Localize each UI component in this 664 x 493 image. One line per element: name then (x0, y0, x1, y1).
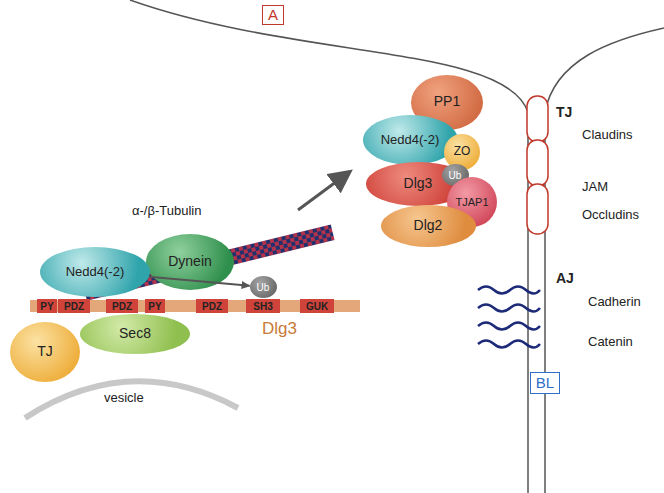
vesicle-membrane (25, 381, 238, 418)
membrane (545, 28, 664, 493)
node-label: PDZ (112, 301, 132, 312)
translocation-arrow (298, 173, 348, 210)
domain-segment: PY (37, 299, 57, 313)
text-label: vesicle (104, 390, 144, 405)
node-label: ZO (454, 145, 471, 158)
node-label: Dlg2 (414, 218, 443, 233)
protein-blob: Dlg2 (381, 205, 476, 247)
text-label: α-/β-Tubulin (132, 203, 201, 218)
label-anchor: Claudins (582, 125, 633, 143)
node-label: PP1 (434, 94, 460, 109)
label-anchor: α-/β-Tubulin (132, 201, 201, 219)
node-label: Nedd4(-2) (381, 133, 440, 147)
basolateral-marker: BL (530, 372, 560, 394)
domain-segment: PY (145, 299, 165, 313)
text-label: Cadherin (588, 294, 641, 309)
domain-segment: GUK (300, 299, 334, 313)
protein-blob: Nedd4(-2) (40, 247, 150, 297)
text-label: TJ (556, 104, 572, 120)
node-label: Ub (449, 170, 462, 181)
text-label: AJ (556, 270, 574, 286)
protein-blob: Nedd4(-2) (363, 115, 458, 165)
node-label: SH3 (253, 301, 272, 312)
domain-segment: PDZ (196, 299, 228, 313)
node-label: A (268, 7, 278, 24)
protein-blob: Sec8 (80, 314, 190, 354)
node-label: PDZ (202, 301, 222, 312)
ubiquitin-tag: Ub (250, 276, 277, 298)
node-label: Nedd4(-2) (66, 265, 125, 279)
node-label: TJ (37, 344, 53, 359)
label-anchor: TJ (556, 103, 572, 121)
node-label: TJAP1 (455, 196, 488, 208)
cadherin-strand (478, 287, 540, 348)
text-label: Catenin (588, 334, 633, 349)
label-anchor: AJ (556, 269, 574, 287)
label-anchor: vesicle (104, 388, 144, 406)
node-label: Sec8 (119, 326, 151, 341)
node-label: PY (40, 301, 53, 312)
domain-segment: PDZ (106, 299, 138, 313)
label-anchor: Catenin (588, 332, 633, 350)
domain-segment: SH3 (246, 299, 280, 313)
protein-label: Dlg3 (262, 320, 297, 339)
text-label: Claudins (582, 127, 633, 142)
label-anchor: Cadherin (588, 292, 641, 310)
text-label: JAM (582, 179, 608, 194)
node-label: PDZ (64, 301, 84, 312)
label-anchor: JAM (582, 177, 608, 195)
domain-bar: Dlg3PYPDZPDZPYPDZSH3GUK (30, 300, 360, 312)
node-label: Dlg3 (404, 176, 433, 191)
domain-segment: PDZ (58, 299, 90, 313)
apical-marker: A (262, 5, 284, 25)
label-anchor: Occludins (582, 205, 639, 223)
node-label: GUK (306, 301, 328, 312)
membrane (130, 0, 528, 493)
node-label: PY (148, 301, 161, 312)
tight-junction-strand (527, 96, 548, 234)
node-label: Dynein (168, 254, 212, 269)
text-label: Occludins (582, 207, 639, 222)
protein-blob: TJ (10, 322, 80, 382)
motor-protein: Dynein (146, 234, 234, 290)
node-label: Ub (257, 282, 270, 293)
node-label: BL (536, 375, 554, 392)
